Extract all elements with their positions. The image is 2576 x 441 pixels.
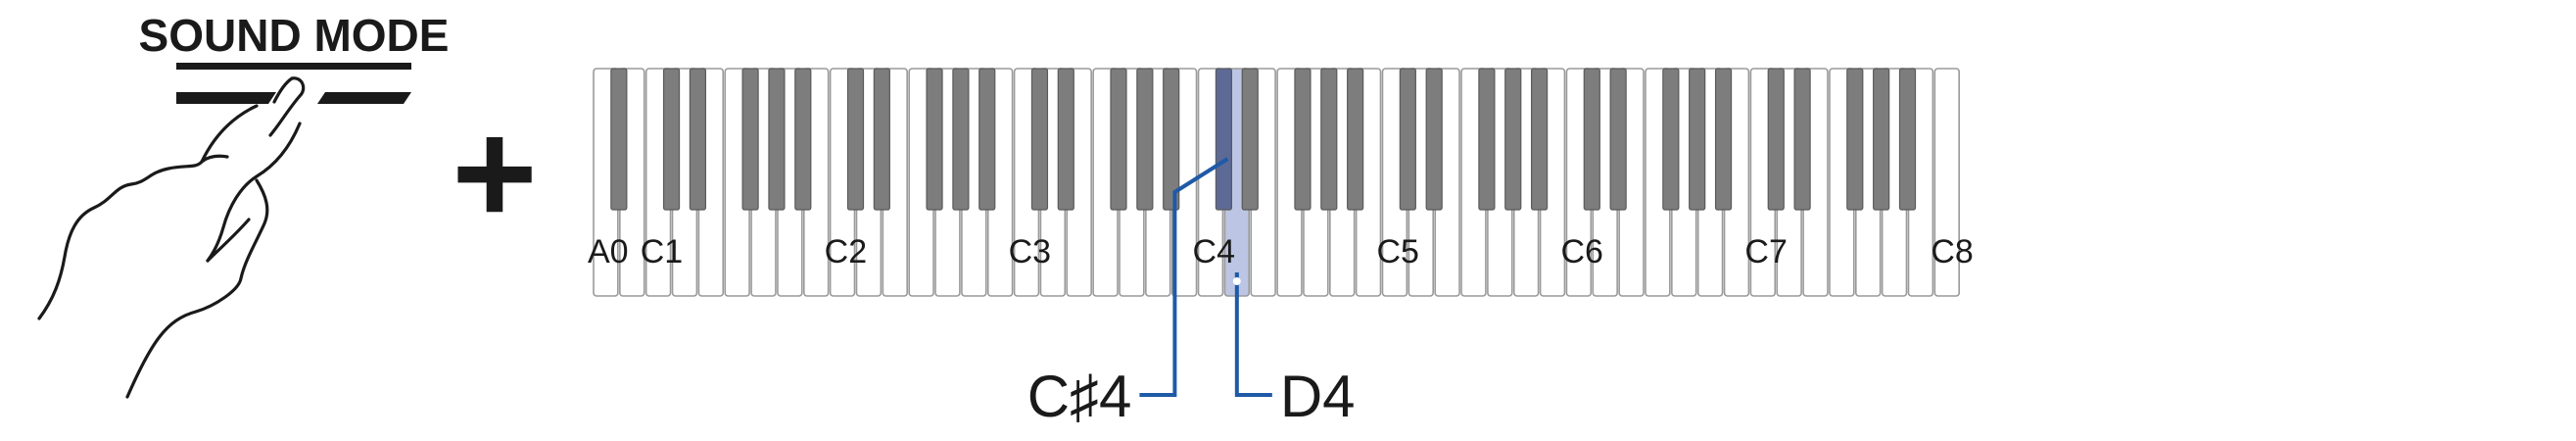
octave-label-c1: C1 (641, 233, 683, 270)
octave-label-c5: C5 (1377, 233, 1419, 270)
black-key-f-sharp-2 (926, 68, 943, 211)
callout-label-c-sharp-4: C♯4 (1027, 364, 1132, 429)
black-key-f-sharp-3 (1110, 68, 1127, 211)
black-key-d-sharp-6 (1609, 68, 1627, 211)
octave-label-a0: A0 (588, 233, 629, 270)
black-key-c-sharp-4 (1215, 68, 1233, 211)
black-key-c-sharp-7 (1767, 68, 1785, 211)
black-key-d-sharp-5 (1425, 68, 1443, 211)
plus-sign: + (452, 90, 538, 255)
black-key-g-sharp-3 (1136, 68, 1154, 211)
black-key-c-sharp-6 (1583, 68, 1600, 211)
black-key-f-sharp-6 (1662, 68, 1680, 211)
black-key-a-sharp-4 (1347, 68, 1364, 211)
octave-label-c2: C2 (825, 233, 867, 270)
black-key-c-sharp-2 (846, 68, 865, 211)
black-key-g-sharp-4 (1320, 68, 1338, 211)
callout-line-natural (1234, 272, 1272, 397)
black-key-d-sharp-7 (1793, 68, 1811, 211)
black-key-c-sharp-5 (1399, 68, 1416, 211)
black-key-g-sharp-5 (1504, 68, 1522, 211)
callout-label-d4: D4 (1280, 364, 1356, 429)
callouts: C♯4 D4 (1027, 157, 1356, 429)
black-key-g-sharp-6 (1689, 68, 1706, 211)
hand-pressing-icon (37, 76, 306, 399)
octave-label-c8: C8 (1931, 233, 1973, 270)
octave-label-c3: C3 (1009, 233, 1051, 270)
octave-label-c6: C6 (1560, 233, 1602, 270)
octave-label-c7: C7 (1744, 233, 1787, 270)
black-key-f-sharp-1 (741, 68, 759, 211)
black-key-a-sharp-7 (1898, 68, 1917, 211)
button-bar-right (317, 92, 411, 104)
black-key-f-sharp-4 (1294, 68, 1312, 211)
black-key-g-sharp-2 (952, 68, 970, 211)
black-key-a-sharp-2 (978, 68, 996, 211)
black-key-d-sharp-1 (689, 68, 707, 211)
octave-label-c4: C4 (1193, 233, 1235, 270)
sound-mode-label: SOUND MODE (139, 10, 450, 61)
button-bar-left (176, 92, 276, 104)
callout-line-sharp (1139, 157, 1229, 397)
white-key-c8 (1933, 68, 1960, 297)
button-bar-top (176, 63, 411, 70)
black-key-f-sharp-7 (1846, 68, 1864, 211)
octave-labels: A0 C1 C2 C3 C4 C5 C6 C7 C8 (588, 233, 1974, 270)
black-key-d-sharp-4 (1241, 68, 1259, 211)
black-key-f-sharp-5 (1478, 68, 1496, 211)
black-key-g-sharp-7 (1873, 68, 1890, 211)
black-key-a-sharp-3 (1163, 68, 1180, 211)
callout-dot-natural (1232, 277, 1241, 285)
black-key-c-sharp-1 (662, 68, 681, 211)
black-key-a-sharp-5 (1530, 68, 1549, 211)
black-key-d-sharp-3 (1057, 68, 1074, 211)
black-key-d-sharp-2 (873, 68, 890, 211)
black-key-c-sharp-3 (1030, 68, 1049, 211)
black-key-a-sharp-1 (794, 68, 812, 211)
sound-mode-button[interactable]: SOUND MODE (139, 10, 450, 104)
black-key-a-sharp-6 (1714, 68, 1733, 211)
black-key-a-sharp-0 (610, 68, 628, 211)
black-key-g-sharp-1 (768, 68, 786, 211)
piano-keyboard (593, 68, 1960, 297)
